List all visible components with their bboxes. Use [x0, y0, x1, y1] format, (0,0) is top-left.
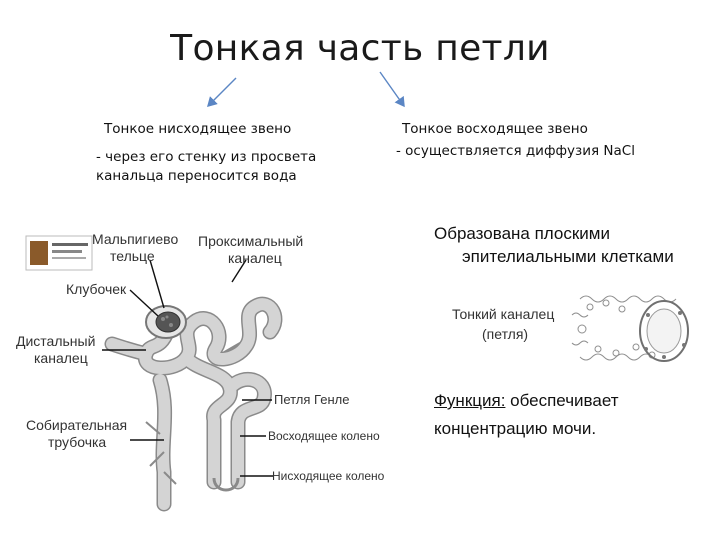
- thin-tubule-micrograph: Тонкий каналец (петля): [440, 285, 692, 377]
- label-collecting-2: трубочка: [48, 434, 106, 450]
- label-henle: Петля Генле: [274, 392, 349, 407]
- glomerulus: [156, 312, 180, 332]
- label-malpighian-1: Мальпигиево: [92, 231, 178, 247]
- label-proximal-2: каналец: [228, 250, 282, 266]
- label-collecting-1: Собирательная: [26, 417, 127, 433]
- micro-label-1: Тонкий каналец: [452, 306, 554, 322]
- label-glomerulus: Клубочек: [66, 281, 127, 297]
- ascending-heading: Тонкое восходящее звено: [402, 121, 588, 137]
- function-rest: обеспечивает: [505, 391, 618, 410]
- structure-line-2: эпителиальными клетками: [462, 243, 674, 270]
- function-line-2: концентрацию мочи.: [434, 415, 596, 442]
- micro-label-2: (петля): [482, 326, 528, 342]
- arrow-right: [380, 72, 404, 106]
- descending-desc-1: - через его стенку из просвета: [96, 148, 316, 167]
- label-distal-2: каналец: [34, 350, 88, 366]
- function-line-1: Функция: обеспечивает: [434, 387, 619, 414]
- nephron-diagram: Мальпигиево тельце Проксимальный каналец…: [0, 222, 400, 522]
- function-label: Функция:: [434, 391, 505, 410]
- arrow-left: [208, 78, 236, 106]
- logo-stamp: [26, 236, 92, 270]
- label-ascending: Восходящее колено: [268, 429, 380, 443]
- ascending-desc-1: - осуществляется диффузия NaCl: [396, 142, 635, 161]
- label-proximal-1: Проксимальный: [198, 233, 303, 249]
- label-descending: Нисходящее колено: [272, 469, 385, 483]
- label-malpighian-2: тельце: [110, 248, 155, 264]
- descending-desc-2: канальца переносится вода: [96, 167, 297, 186]
- label-distal-1: Дистальный: [16, 333, 95, 349]
- descending-heading: Тонкое нисходящее звено: [104, 121, 291, 137]
